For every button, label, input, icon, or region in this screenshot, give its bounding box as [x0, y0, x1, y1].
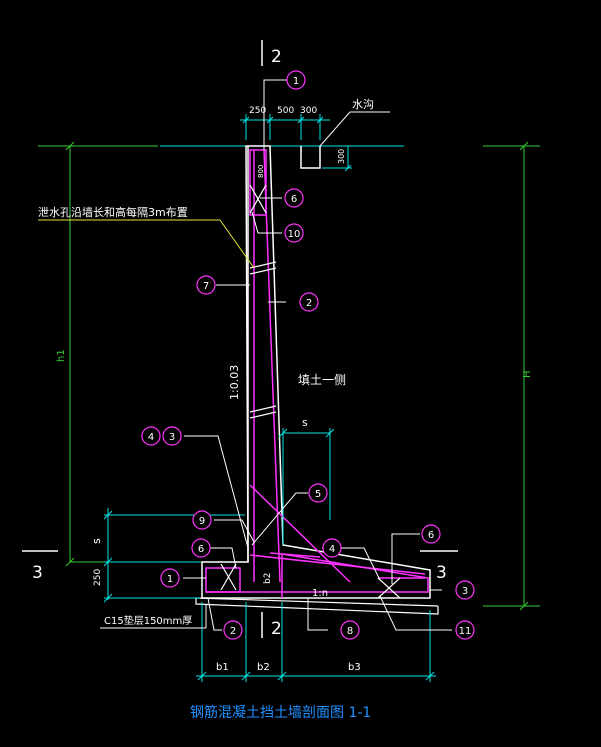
left-side-dims [103, 508, 245, 603]
callout-4-right-label: 4 [329, 544, 335, 555]
callout-8 [340, 620, 360, 640]
callout-4-left-label: 4 [148, 432, 154, 443]
callout-2-bottom [223, 620, 243, 640]
dim-left-s: s [90, 538, 103, 544]
section-mark-3-left-label: 3 [32, 563, 43, 583]
dim-H-axis [519, 141, 529, 611]
callout-2-wall [299, 292, 319, 312]
rebars [205, 149, 429, 598]
callout-6-top-label: 6 [291, 194, 297, 205]
callout-6-left-label: 6 [198, 544, 204, 555]
height-h1-label: h1 [56, 349, 67, 362]
callout-4-left [141, 426, 161, 446]
callout-8-label: 8 [347, 626, 353, 637]
fill-side-label: 填土一侧 [298, 373, 346, 387]
dim-ditch-300: 300 [337, 149, 346, 164]
callout-10 [284, 223, 304, 243]
b2-vertical-label: b2 [263, 573, 273, 584]
callout-11-label: 11 [459, 626, 472, 637]
height-H-label: H [522, 370, 533, 378]
callout-4-right [322, 538, 342, 558]
ditch-label: 水沟 [352, 98, 374, 111]
dim-top-300: 300 [300, 106, 317, 116]
callout-7 [196, 275, 216, 295]
section-mark-3-right: 3 [420, 550, 458, 583]
rebar-cross-marks [220, 184, 401, 599]
ditch-depth-dim [322, 145, 352, 172]
dim-b2: b2 [257, 662, 270, 673]
weep-holes [249, 261, 277, 419]
callout-6-top [284, 188, 304, 208]
callout-3-left-label: 3 [169, 432, 175, 443]
heel-s-dim [278, 428, 335, 545]
cushion-layer [195, 597, 439, 615]
section-mark-3-right-label: 3 [436, 563, 447, 583]
callout-6-right-label: 6 [428, 530, 434, 541]
section-mark-2-top: 2 [261, 40, 282, 67]
callout-1-bottom [160, 568, 180, 588]
callout-2-wall-label: 2 [306, 298, 312, 309]
callout-5-label: 5 [315, 489, 321, 500]
dim-left-250: 250 [93, 569, 103, 586]
dim-top-500: 500 [277, 106, 294, 116]
callout-6-left [191, 538, 211, 558]
callout-leaders [183, 79, 452, 631]
top-dimension-chain [240, 114, 330, 140]
concrete-outline [201, 145, 431, 599]
ditch [160, 111, 404, 169]
callout-10-label: 10 [288, 229, 301, 240]
dim-heel-s: s [302, 416, 308, 429]
inner-800-label: 800 [257, 165, 265, 178]
callout-numbers: 1 6 10 7 2 4 3 5 9 6 4 6 1 3 2 8 11 [148, 76, 472, 637]
dim-b1: b1 [216, 662, 229, 673]
callout-3-right [455, 580, 475, 600]
section-mark-2-bottom: 2 [261, 612, 282, 639]
callout-7-label: 7 [203, 281, 209, 292]
weep-hole-leader [38, 219, 255, 269]
bottom-dimension-chain [196, 602, 436, 682]
callouts [141, 70, 475, 640]
callout-6-right [421, 524, 441, 544]
cushion-leader [100, 604, 207, 629]
dim-top-250: 250 [249, 106, 266, 116]
section-mark-2-top-label: 2 [271, 47, 282, 67]
callout-5 [308, 483, 328, 503]
callout-9 [192, 510, 212, 530]
callout-11 [455, 620, 475, 640]
weep-hole-note: 泄水孔沿墙长和高每隔3m布置 [38, 205, 188, 219]
dim-b3: b3 [348, 662, 361, 673]
base-slope-label: 1:n [312, 588, 328, 599]
callout-1-top-label: 1 [293, 76, 299, 87]
callout-3-left [162, 426, 182, 446]
wall-slope-label: 1:0.03 [228, 365, 241, 400]
callout-1-top [286, 70, 306, 90]
drawing-title: 钢筋混凝土挡土墙剖面图 1-1 [190, 704, 371, 721]
callout-3-right-label: 3 [462, 586, 468, 597]
callout-9-label: 9 [199, 516, 205, 527]
section-mark-3-left: 3 [22, 550, 58, 583]
ground-lines [38, 145, 540, 607]
callout-2-bottom-label: 2 [230, 626, 236, 637]
section-mark-2-bottom-label: 2 [271, 619, 282, 639]
cushion-note: C15垫层150mm厚 [104, 614, 192, 627]
callout-1-bottom-label: 1 [167, 574, 173, 585]
